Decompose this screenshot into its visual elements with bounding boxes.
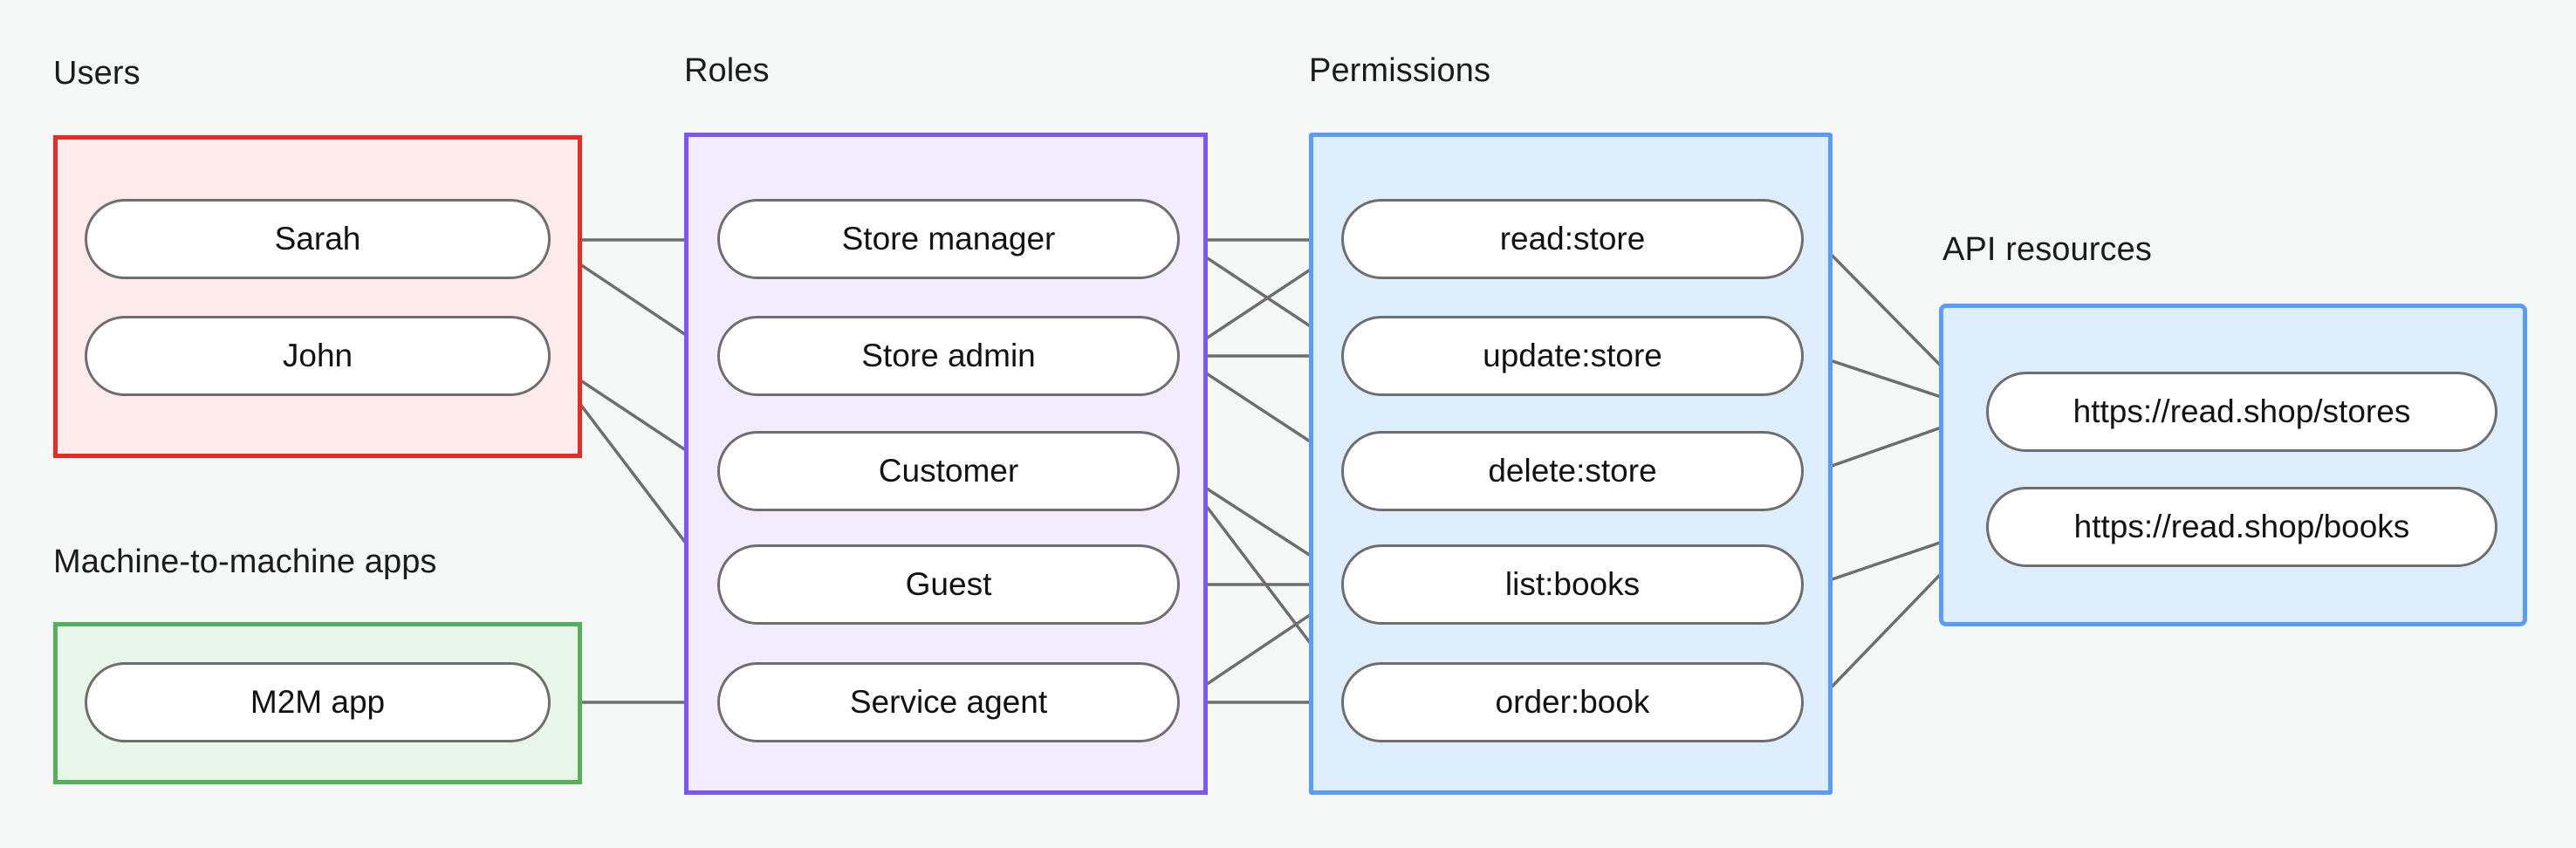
group-title-users: Users [53,55,140,92]
group-box-api-resources [1939,304,2527,626]
node-user-sarah[interactable]: Sarah [85,199,551,279]
node-permission-read-store[interactable]: read:store [1341,199,1804,279]
node-role-customer[interactable]: Customer [717,431,1180,511]
node-permission-order-book[interactable]: order:book [1341,662,1804,742]
node-api-resource-books[interactable]: https://read.shop/books [1986,487,2497,567]
group-title-m2m: Machine-to-machine apps [53,544,437,580]
group-box-users [53,135,582,458]
node-user-john[interactable]: John [85,316,551,396]
node-permission-delete-store[interactable]: delete:store [1341,431,1804,511]
node-role-store-manager[interactable]: Store manager [717,199,1180,279]
node-permission-update-store[interactable]: update:store [1341,316,1804,396]
node-api-resource-stores[interactable]: https://read.shop/stores [1986,372,2497,452]
node-role-service-agent[interactable]: Service agent [717,662,1180,742]
node-role-store-admin[interactable]: Store admin [717,316,1180,396]
node-m2m-app[interactable]: M2M app [85,662,551,742]
node-role-guest[interactable]: Guest [717,544,1180,625]
node-permission-list-books[interactable]: list:books [1341,544,1804,625]
group-title-api-resources: API resources [1942,231,2152,268]
group-title-roles: Roles [684,52,770,89]
group-title-permissions: Permissions [1309,52,1491,89]
